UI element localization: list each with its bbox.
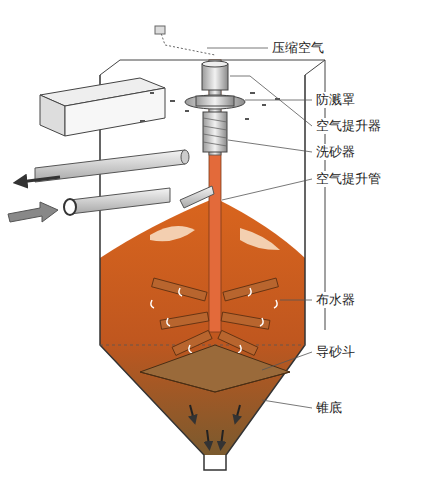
part-label: 空气提升管 xyxy=(314,171,383,187)
part-label: 导砂斗 xyxy=(314,344,357,360)
part-label: 锥底 xyxy=(314,400,344,416)
part-label: 压缩空气 xyxy=(270,40,326,56)
part-label: 布水器 xyxy=(314,292,357,308)
part-label: 洗砂器 xyxy=(314,144,357,160)
part-label: 防溅罩 xyxy=(314,92,357,108)
part-label: 空气提升器 xyxy=(314,118,383,134)
